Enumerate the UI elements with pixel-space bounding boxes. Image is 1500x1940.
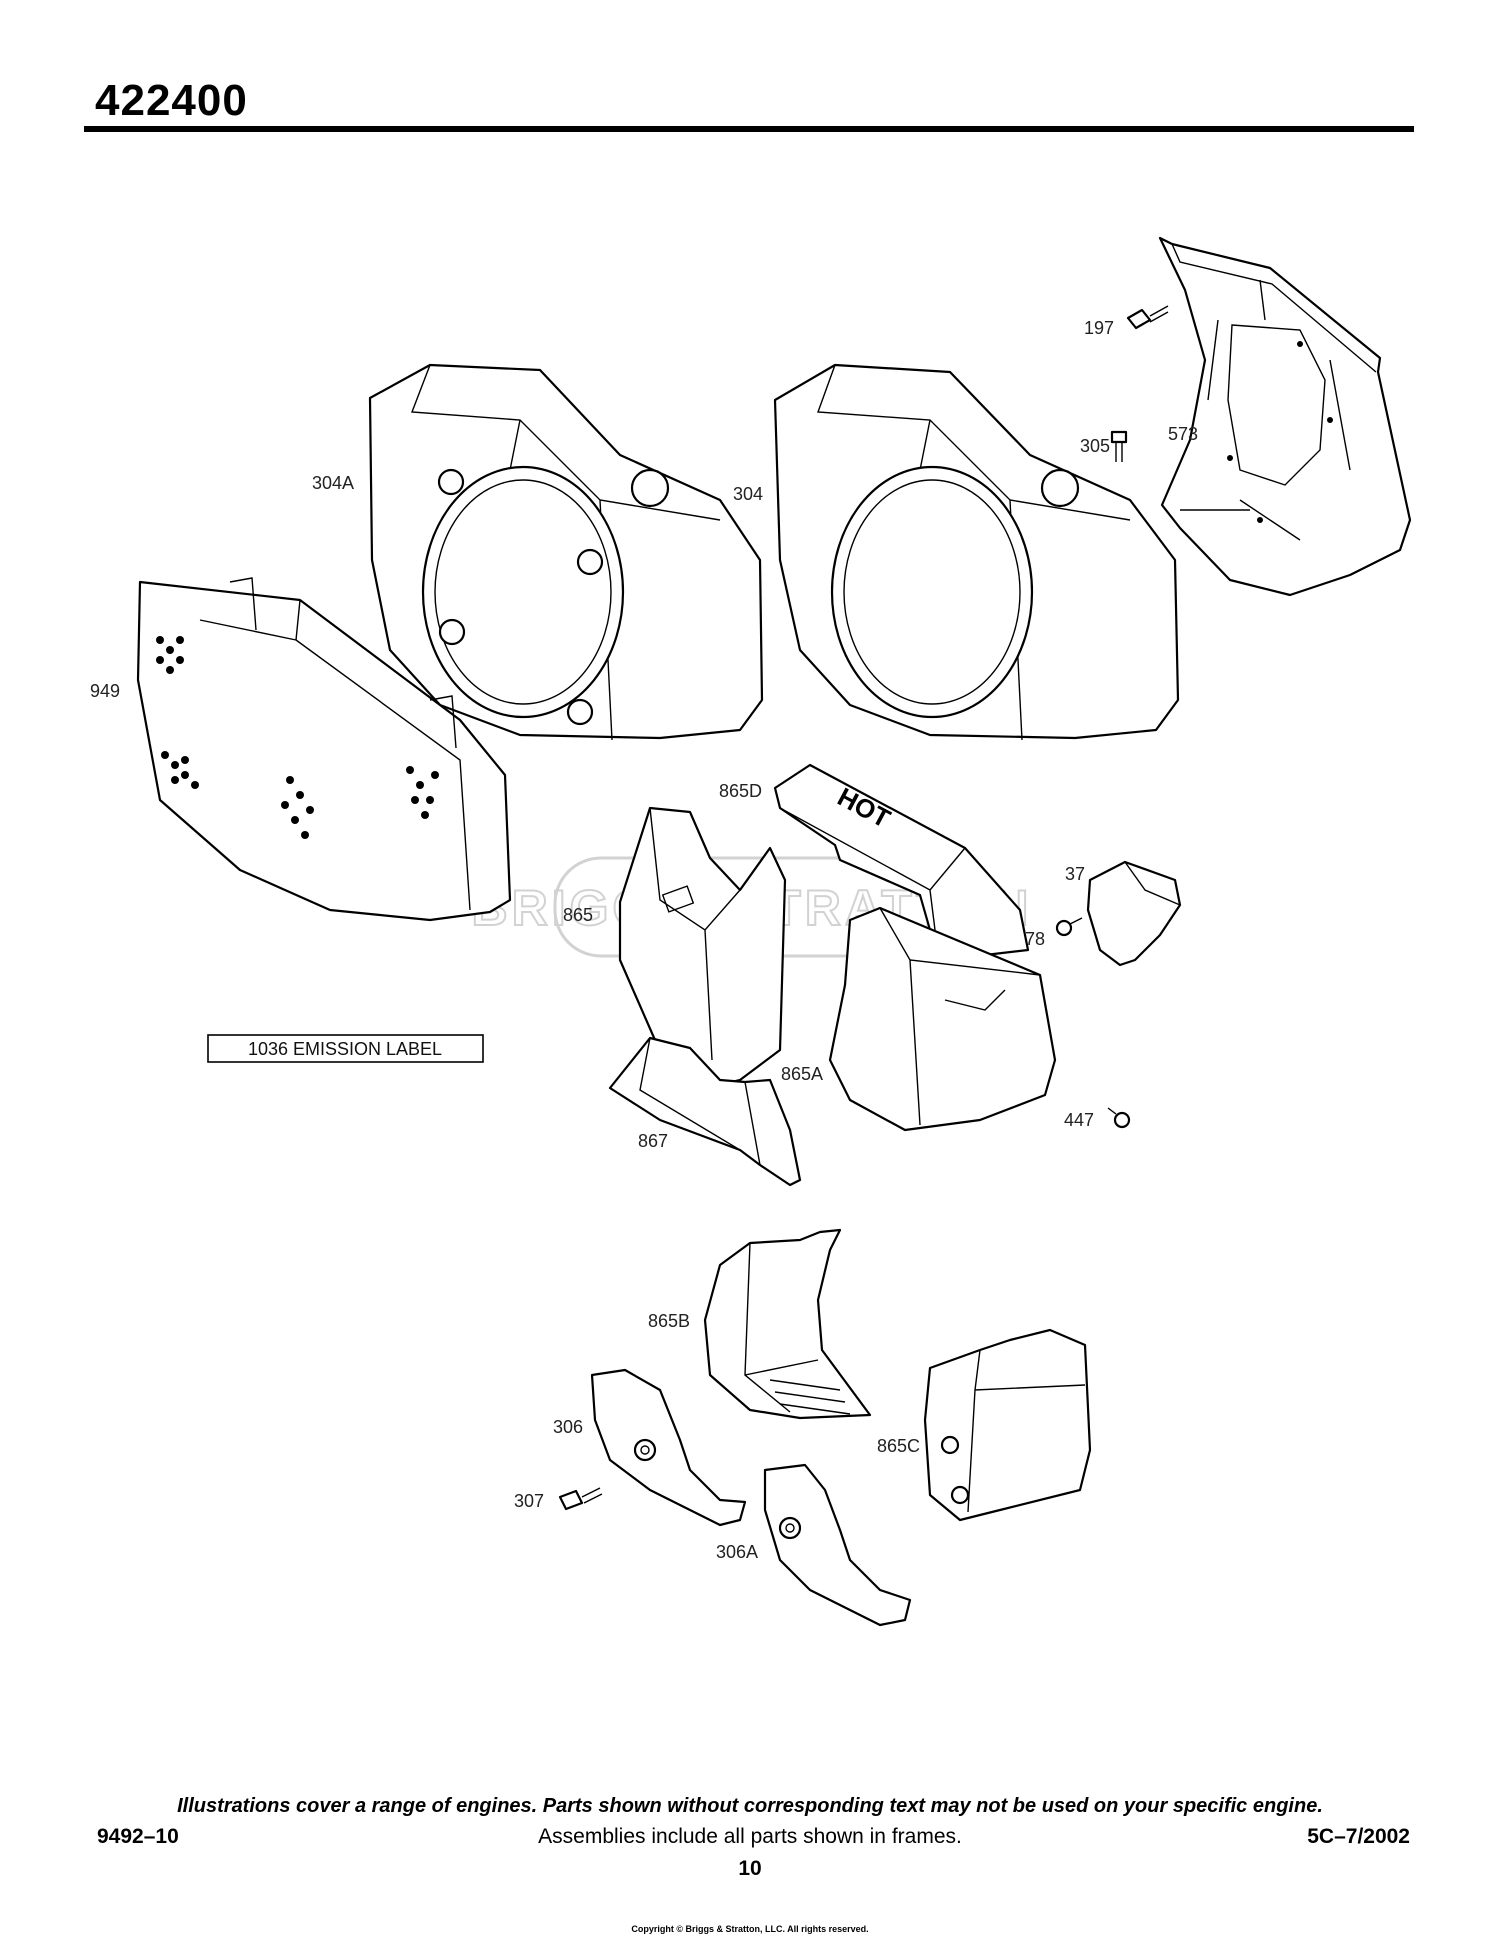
part-865a-lower-shroud	[828, 906, 1057, 1132]
part-307-bolt	[558, 1487, 603, 1511]
part-label-306a: 306A	[716, 1542, 758, 1562]
part-306a-side-cover	[763, 1463, 912, 1627]
part-label-78: 78	[1025, 929, 1045, 949]
part-label-865c: 865C	[877, 1436, 920, 1456]
part-label-447: 447	[1064, 1110, 1094, 1130]
part-label-865: 865	[563, 905, 593, 925]
page-number: 10	[738, 1857, 762, 1880]
part-197-bolt	[1126, 305, 1169, 330]
footer-disclaimer: Illustrations cover a range of engines. …	[177, 1795, 1323, 1817]
part-label-304a: 304A	[312, 473, 354, 493]
part-304a-blower-housing	[368, 363, 764, 741]
part-447-screw	[1107, 1107, 1131, 1129]
part-label-305: 305	[1080, 436, 1110, 456]
part-305-bolt	[1110, 430, 1128, 462]
part-37-bracket	[1086, 860, 1182, 967]
revision-code: 5C–7/2002	[1307, 1825, 1410, 1848]
part-867-bracket	[608, 1036, 802, 1187]
part-949-rotating-screen	[136, 577, 512, 922]
part-label-865d: 865D	[719, 781, 762, 801]
copyright-notice: Copyright © Briggs & Stratton, LLC. All …	[631, 1924, 869, 1934]
part-306-side-cover	[590, 1368, 747, 1527]
part-865b-rear-shroud	[703, 1228, 872, 1420]
part-304-blower-housing	[773, 363, 1180, 741]
part-label-573: 573	[1168, 424, 1198, 444]
emission-label-callout: 1036 EMISSION LABEL	[207, 1034, 484, 1063]
part-labels: 197 573 305 304A 304 949 865D 37 865 78 …	[90, 318, 1198, 1562]
part-label-304: 304	[733, 484, 763, 504]
model-number: 422400	[95, 76, 248, 125]
part-573-back-plate	[1158, 236, 1412, 597]
doc-number: 9492–10	[97, 1825, 179, 1848]
emission-label-frame	[207, 1034, 484, 1063]
part-label-197: 197	[1084, 318, 1114, 338]
part-label-865b: 865B	[648, 1311, 690, 1331]
part-label-37: 37	[1065, 864, 1085, 884]
part-label-949: 949	[90, 681, 120, 701]
part-label-306: 306	[553, 1417, 583, 1437]
emission-label-text: 1036 EMISSION LABEL	[248, 1039, 442, 1059]
header-rule	[84, 126, 1414, 132]
part-865c-side-shroud	[923, 1328, 1092, 1522]
part-label-865a: 865A	[781, 1064, 823, 1084]
part-label-307: 307	[514, 1491, 544, 1511]
assemblies-note: Assemblies include all parts shown in fr…	[538, 1825, 962, 1848]
part-label-867: 867	[638, 1131, 668, 1151]
part-78-screw	[1055, 917, 1083, 937]
